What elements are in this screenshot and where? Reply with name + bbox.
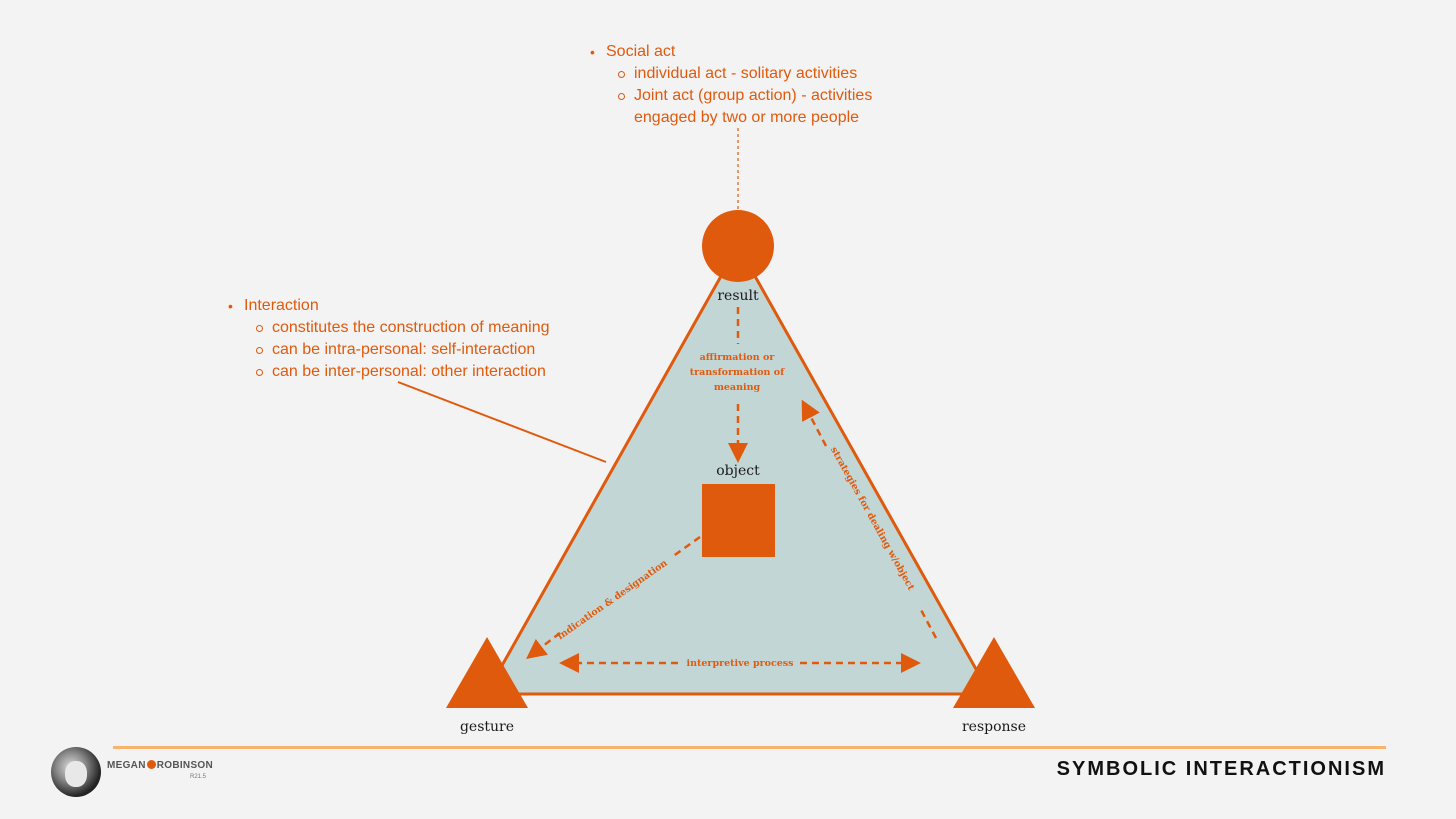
gesture-triangle	[446, 637, 528, 708]
object-to-gesture-arrow-a	[671, 535, 701, 559]
interpretive-label: interpretive process	[686, 658, 793, 669]
interaction-triangle	[484, 244, 992, 696]
response-label: response	[962, 719, 1026, 735]
social-act-notes: Social act individual act - solitary act…	[590, 41, 872, 129]
meaning-label-line-2: transformation of	[690, 367, 785, 378]
interaction-heading: Interaction	[228, 295, 550, 317]
social-act-item: engaged by two or more people	[634, 109, 860, 126]
strategies-arrow-a	[918, 607, 938, 639]
meaning-label-line-1: affirmation or	[700, 352, 776, 363]
brand-name-first: MEGAN	[107, 760, 146, 771]
social-act-heading: Social act	[590, 41, 872, 63]
interaction-notes: Interaction constitutes the construction…	[228, 295, 550, 383]
response-triangle	[953, 637, 1035, 708]
interaction-item: can be intra-personal: self-interaction	[228, 339, 550, 361]
brand-subtext: R21.5	[190, 774, 207, 780]
brand-logo: MEGAN ROBINSON	[107, 760, 213, 771]
meaning-label-line-3: meaning	[714, 382, 761, 393]
avatar-face	[65, 761, 87, 787]
footer-divider	[113, 746, 1386, 749]
interaction-item: constitutes the construction of meaning	[228, 317, 550, 339]
object-label: object	[716, 463, 760, 479]
result-circle	[702, 210, 774, 282]
gesture-label: gesture	[460, 719, 514, 735]
result-label: result	[717, 288, 759, 304]
object-square	[702, 484, 775, 557]
avatar	[51, 747, 101, 797]
slide-title: SYMBOLIC INTERACTIONISM	[1056, 758, 1386, 780]
brand-name-last: ROBINSON	[156, 760, 214, 771]
brand-mark-icon	[146, 760, 156, 769]
strategies-arrow-b	[801, 399, 828, 447]
object-to-gesture-arrow-b	[526, 632, 561, 660]
interaction-item: can be inter-personal: other interaction	[228, 361, 550, 383]
social-act-item: individual act - solitary activities	[590, 63, 872, 85]
interaction-connector	[397, 381, 607, 463]
social-act-item: Joint act (group action) - activities	[590, 85, 872, 107]
